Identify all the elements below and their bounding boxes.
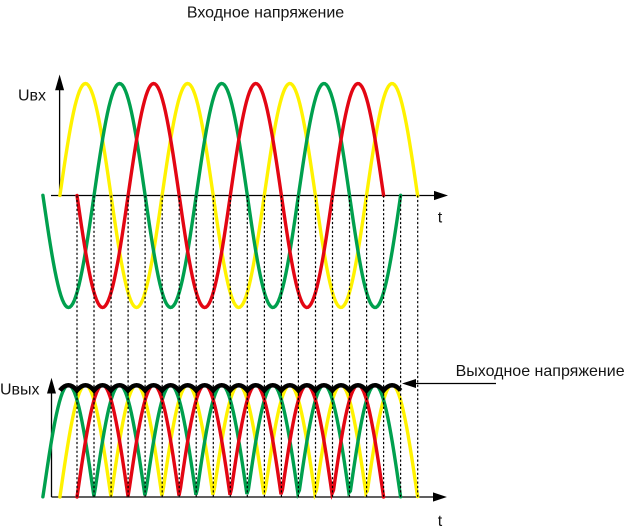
svg-text:Uвх: Uвх: [18, 88, 46, 105]
svg-text:Uвых: Uвых: [0, 381, 40, 398]
svg-text:Входное напряжение: Входное напряжение: [187, 5, 344, 22]
svg-text:Выходное напряжение: Выходное напряжение: [456, 363, 625, 380]
svg-text:t: t: [438, 210, 443, 227]
svg-text:t: t: [438, 513, 443, 530]
